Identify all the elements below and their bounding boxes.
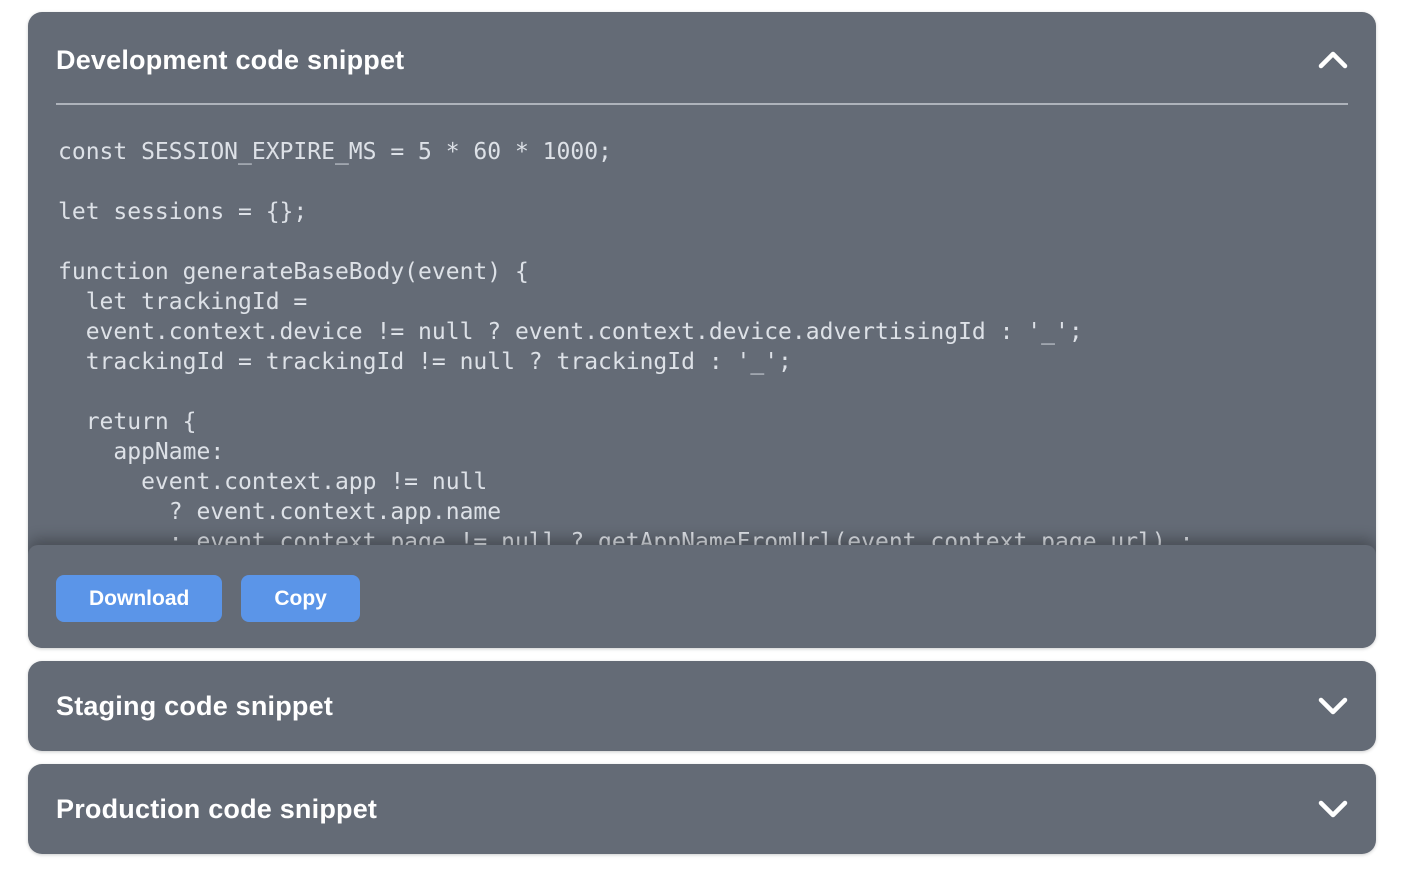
header-divider (56, 103, 1348, 105)
copy-button[interactable]: Copy (241, 575, 360, 622)
section-title-staging: Staging code snippet (56, 691, 334, 721)
chevron-up-icon[interactable] (1318, 51, 1348, 69)
accordion-section-development: Development code snippet const SESSION_E… (28, 12, 1376, 648)
code-block: const SESSION_EXPIRE_MS = 5 * 60 * 1000;… (58, 139, 1194, 555)
section-title-development: Development code snippet (56, 45, 405, 75)
code-scroll-area[interactable]: const SESSION_EXPIRE_MS = 5 * 60 * 1000;… (28, 105, 1376, 646)
accordion-header-development[interactable]: Development code snippet (28, 12, 1376, 75)
accordion-header-production[interactable]: Production code snippet (28, 764, 1376, 854)
chevron-down-icon[interactable] (1318, 800, 1348, 818)
download-button[interactable]: Download (56, 575, 223, 622)
section-title-production: Production code snippet (56, 794, 378, 824)
chevron-down-icon[interactable] (1318, 697, 1348, 715)
accordion-header-staging[interactable]: Staging code snippet (28, 661, 1376, 751)
snippet-actions-footer: Download Copy (28, 545, 1376, 648)
accordion-section-staging: Staging code snippet (28, 661, 1376, 751)
accordion-section-production: Production code snippet (28, 764, 1376, 854)
